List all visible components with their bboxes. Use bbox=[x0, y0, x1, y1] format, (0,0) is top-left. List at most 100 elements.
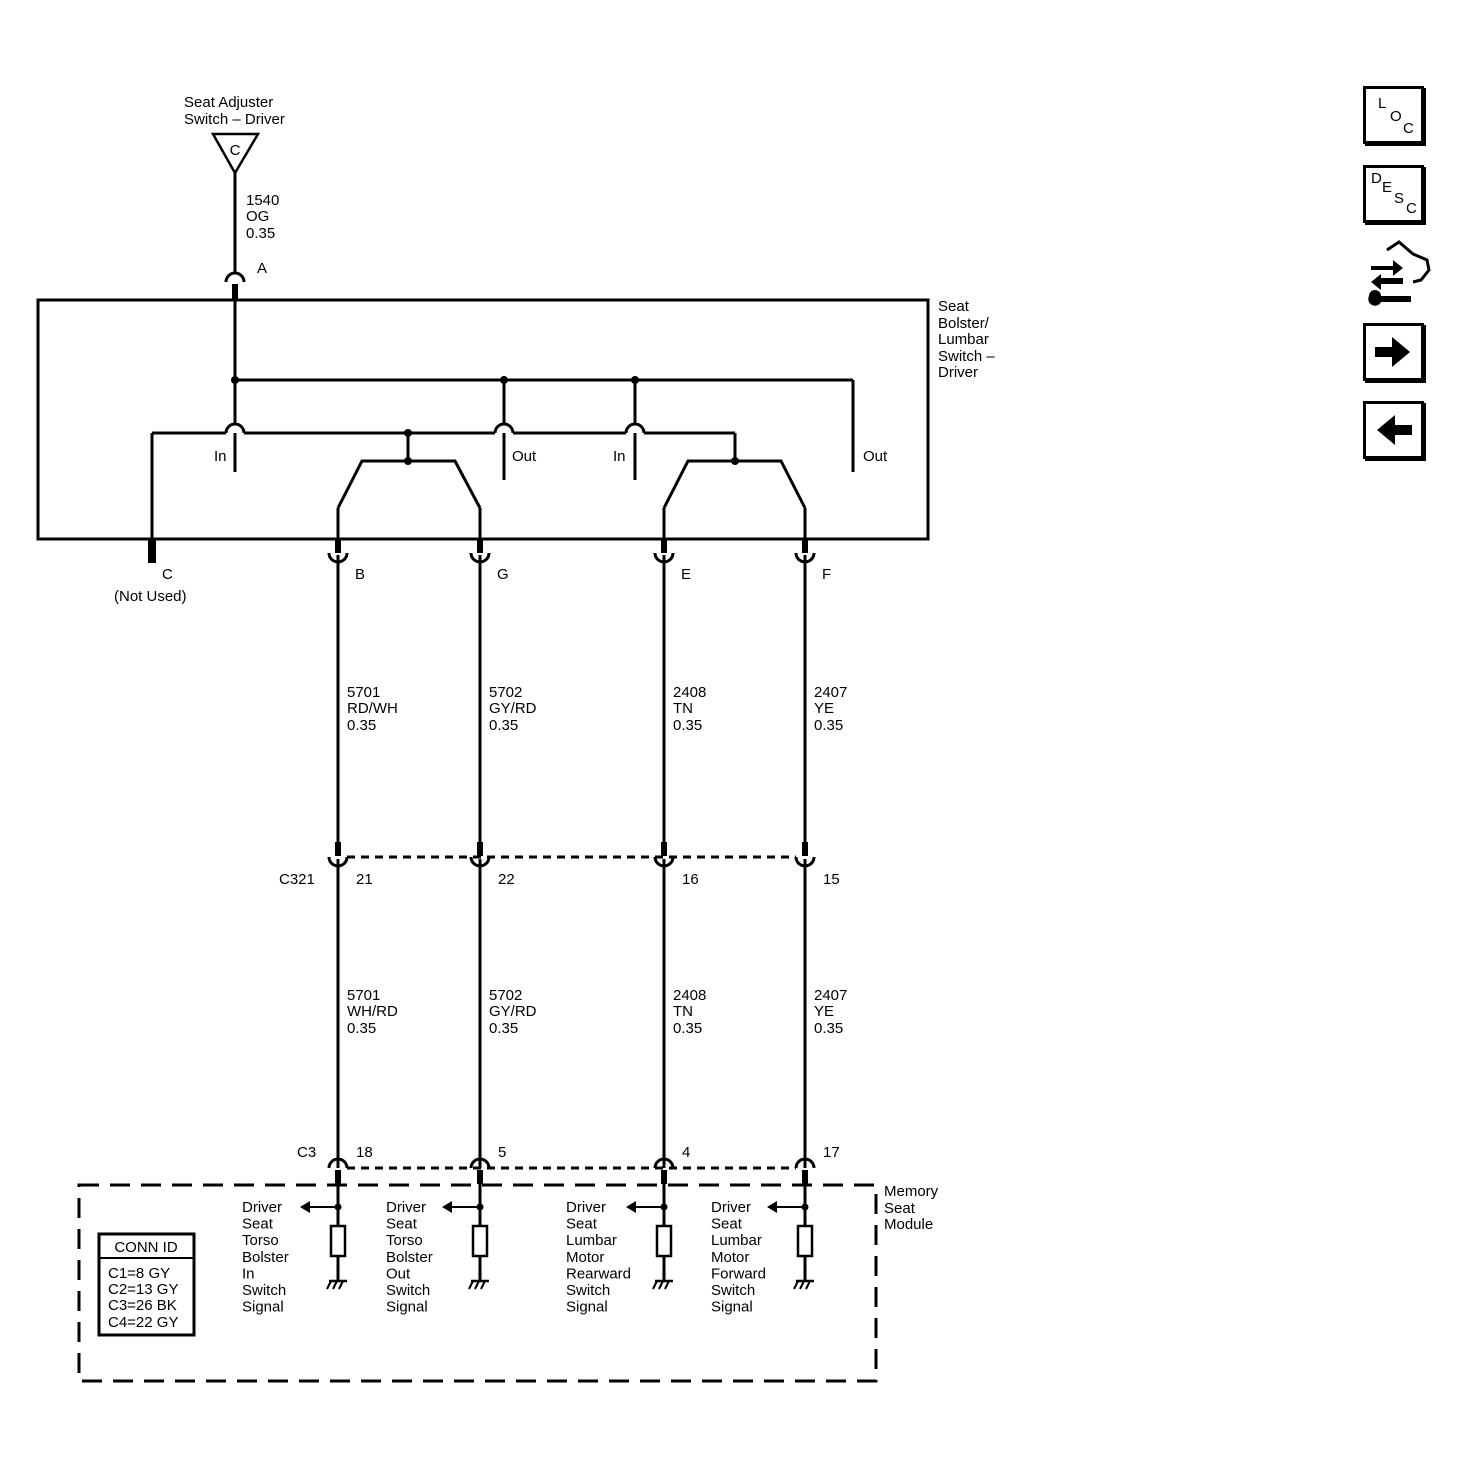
inline-connector-pin: 22 bbox=[498, 871, 515, 888]
ground-icon bbox=[468, 1279, 489, 1290]
feed-wire-pin: A bbox=[257, 260, 267, 277]
signal-label: Driver bbox=[566, 1199, 606, 1216]
signal-label: Driver bbox=[386, 1199, 426, 1216]
module-component-label: Memory bbox=[884, 1183, 939, 1200]
lower-wire-circuit: 2407 bbox=[814, 987, 847, 1004]
contact-label-out: Out bbox=[512, 448, 537, 465]
signal-label: Switch bbox=[386, 1282, 430, 1299]
module-connector-pin: 18 bbox=[356, 1144, 373, 1161]
switch-component-label: Switch – bbox=[938, 348, 995, 365]
ground-icon bbox=[652, 1279, 673, 1290]
signal-label: Bolster bbox=[242, 1249, 289, 1266]
switch-pin-note: (Not Used) bbox=[114, 588, 187, 605]
description-button[interactable]: D E S C bbox=[1363, 165, 1424, 223]
pin-a-terminal bbox=[224, 271, 246, 283]
signal-label: Torso bbox=[386, 1232, 423, 1249]
upper-wire-circuit: 5702 bbox=[489, 684, 522, 701]
feed-wire-color: OG bbox=[246, 208, 269, 225]
signal-label: Motor bbox=[566, 1249, 604, 1266]
pull-down-resistor bbox=[655, 1224, 673, 1258]
ground-icon bbox=[793, 1279, 814, 1290]
left-arrow-icon bbox=[1377, 415, 1412, 445]
module-component-label: Seat bbox=[884, 1200, 916, 1217]
lower-wire-gauge: 0.35 bbox=[489, 1020, 518, 1037]
signal-arrow-icon bbox=[442, 1201, 452, 1213]
contact-label-out: Out bbox=[863, 448, 888, 465]
switch-pin-label: B bbox=[355, 566, 365, 583]
lower-wire-circuit: 2408 bbox=[673, 987, 706, 1004]
signal-arrow-icon bbox=[626, 1201, 636, 1213]
upstream-component-label: Seat Adjuster bbox=[184, 94, 273, 111]
signal-label: Signal bbox=[386, 1299, 428, 1316]
lower-wire-gauge: 0.35 bbox=[814, 1020, 843, 1037]
signal-label: Switch bbox=[242, 1282, 286, 1299]
desc-letter: E bbox=[1382, 179, 1393, 196]
inline-connector-pin: 21 bbox=[356, 871, 373, 888]
signal-label: Seat bbox=[386, 1216, 418, 1233]
switch-pin-label: E bbox=[681, 566, 691, 583]
next-page-button[interactable] bbox=[1363, 323, 1424, 381]
upper-wire-gauge: 0.35 bbox=[347, 717, 376, 734]
previous-page-button[interactable] bbox=[1363, 401, 1424, 459]
switch-pin-label: F bbox=[822, 566, 831, 583]
switch-component-label: Bolster/ bbox=[938, 315, 990, 332]
conn-id-table: CONN ID C1=8 GY C2=13 GY C3=26 BK C4=22 … bbox=[97, 1232, 196, 1337]
inline-connector-pin: 16 bbox=[682, 871, 699, 888]
conn-id-row: C1=8 GY bbox=[108, 1265, 170, 1282]
switch-component-label: Lumbar bbox=[938, 331, 989, 348]
swap-arrows-wrench-icon[interactable] bbox=[1363, 240, 1431, 306]
signal-label: Forward bbox=[711, 1265, 766, 1282]
loc-letter: L bbox=[1378, 95, 1387, 112]
upper-wire-color: RD/WH bbox=[347, 700, 398, 717]
signal-label: Motor bbox=[711, 1249, 749, 1266]
inline-connector-pin: 15 bbox=[823, 871, 840, 888]
signal-label: Driver bbox=[242, 1199, 282, 1216]
wire-column bbox=[626, 539, 675, 1290]
module-connector-pin: 17 bbox=[823, 1144, 840, 1161]
desc-letter: D bbox=[1371, 170, 1382, 187]
feed-wire-gauge: 0.35 bbox=[246, 225, 275, 242]
signal-label: Lumbar bbox=[566, 1232, 617, 1249]
switch-component-label: Seat bbox=[938, 298, 970, 315]
desc-letter: C bbox=[1406, 200, 1417, 217]
signal-arrow-icon bbox=[300, 1201, 310, 1213]
signal-label: Torso bbox=[242, 1232, 279, 1249]
lower-wire-color: WH/RD bbox=[347, 1003, 398, 1020]
contact-label-in: In bbox=[214, 448, 227, 465]
switch-pin-label: C bbox=[162, 566, 173, 583]
module-component-label: Module bbox=[884, 1216, 933, 1233]
upper-wire-gauge: 0.35 bbox=[673, 717, 702, 734]
module-connector-name: C3 bbox=[297, 1144, 316, 1161]
signal-label: Signal bbox=[711, 1299, 753, 1316]
signal-label: Lumbar bbox=[711, 1232, 762, 1249]
lower-wire-circuit: 5702 bbox=[489, 987, 522, 1004]
ground-icon bbox=[326, 1279, 347, 1290]
signal-label: In bbox=[242, 1265, 255, 1282]
signal-label: Out bbox=[386, 1265, 411, 1282]
upstream-component-label: Switch – Driver bbox=[184, 111, 285, 128]
module-connector-pin: 5 bbox=[498, 1144, 506, 1161]
signal-label: Seat bbox=[566, 1216, 598, 1233]
wire-column bbox=[442, 539, 491, 1290]
signal-label: Seat bbox=[711, 1216, 743, 1233]
signal-label: Switch bbox=[711, 1282, 755, 1299]
location-button[interactable]: L O C bbox=[1363, 86, 1424, 144]
upstream-connector-letter: C bbox=[230, 142, 241, 159]
upper-wire-color: YE bbox=[814, 700, 834, 717]
switch-component-label: Driver bbox=[938, 364, 978, 381]
upper-wire-gauge: 0.35 bbox=[489, 717, 518, 734]
wire-column bbox=[300, 539, 349, 1290]
pull-down-resistor bbox=[796, 1224, 814, 1258]
upper-wire-gauge: 0.35 bbox=[814, 717, 843, 734]
upper-wire-color: GY/RD bbox=[489, 700, 537, 717]
upper-wire-circuit: 5701 bbox=[347, 684, 380, 701]
conn-id-row: C4=22 GY bbox=[108, 1314, 178, 1331]
lower-wire-color: TN bbox=[673, 1003, 693, 1020]
lower-wire-color: GY/RD bbox=[489, 1003, 537, 1020]
lower-wire-gauge: 0.35 bbox=[673, 1020, 702, 1037]
loc-letter: O bbox=[1390, 108, 1402, 125]
conn-id-row: C2=13 GY bbox=[108, 1281, 178, 1298]
signal-label: Seat bbox=[242, 1216, 274, 1233]
desc-letter: S bbox=[1394, 190, 1405, 207]
